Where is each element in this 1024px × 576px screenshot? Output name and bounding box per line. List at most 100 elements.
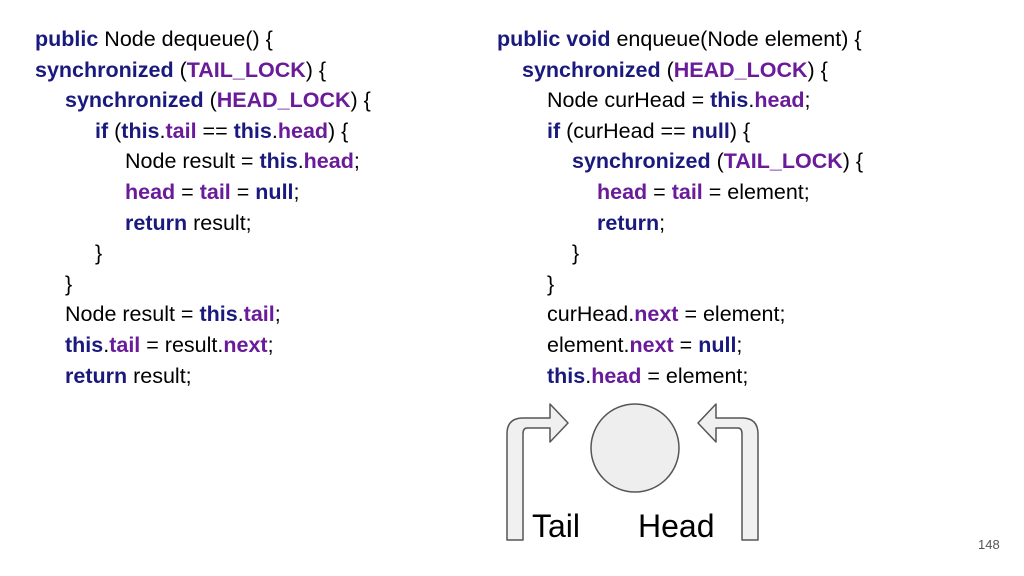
dequeue-token: . <box>237 302 244 327</box>
enqueue-token: head <box>754 88 805 113</box>
dequeue-token: next <box>223 333 268 357</box>
dequeue-token: this <box>65 333 104 357</box>
dequeue-token: . <box>297 149 304 174</box>
dequeue-token: ) { <box>328 118 349 143</box>
enqueue-token: this <box>547 363 586 388</box>
dequeue-token: tail <box>243 302 275 327</box>
dequeue-line: return result; <box>125 208 252 238</box>
enqueue-token: = element; <box>641 363 749 388</box>
enqueue-line: public void enqueue(Node element) { <box>497 24 862 54</box>
dequeue-token: public <box>35 27 99 51</box>
enqueue-code-block: public void enqueue(Node element) {synch… <box>497 24 997 394</box>
enqueue-token: head <box>591 363 642 388</box>
dequeue-token: null <box>255 180 294 204</box>
dequeue-token: Node result = <box>125 149 260 174</box>
dequeue-token: this <box>121 118 160 143</box>
enqueue-token: synchronized <box>572 149 711 174</box>
enqueue-token: . <box>748 88 755 113</box>
enqueue-token: ( <box>660 57 674 82</box>
enqueue-token: Node curHead = <box>547 88 711 113</box>
dequeue-line: public Node dequeue() { <box>35 24 273 54</box>
dequeue-line: if (this.tail == this.head) { <box>95 116 348 146</box>
dequeue-token: ( <box>203 88 217 113</box>
enqueue-token: = <box>647 180 672 204</box>
dequeue-token: ; <box>293 180 300 204</box>
enqueue-token: next <box>629 333 674 357</box>
enqueue-token: enqueue(Node element) { <box>610 27 862 51</box>
enqueue-token: TAIL_LOCK <box>723 149 843 174</box>
dequeue-token: return <box>65 363 128 388</box>
enqueue-token: tail <box>671 180 703 204</box>
enqueue-line: } <box>572 238 579 268</box>
enqueue-line: curHead.next = element; <box>547 299 785 329</box>
enqueue-token: (curHead == <box>560 118 692 143</box>
queue-node <box>590 403 680 493</box>
dequeue-token: Node dequeue() { <box>98 27 273 51</box>
enqueue-token: element. <box>547 333 630 357</box>
dequeue-token: = <box>230 180 256 204</box>
enqueue-token: synchronized <box>522 57 661 82</box>
dequeue-token: . <box>271 118 278 143</box>
dequeue-token: = result. <box>140 333 224 357</box>
enqueue-line: this.head = element; <box>547 361 748 391</box>
dequeue-token: ; <box>353 149 360 174</box>
dequeue-token: } <box>95 241 103 266</box>
page-number: 148 <box>978 537 1000 552</box>
dequeue-token: if <box>95 118 109 143</box>
dequeue-token: result; <box>127 363 192 388</box>
dequeue-token: } <box>65 271 73 296</box>
dequeue-token: tail <box>165 118 197 143</box>
enqueue-token: = element; <box>678 302 786 327</box>
enqueue-token: null <box>691 118 730 143</box>
dequeue-line: this.tail = result.next; <box>65 330 274 360</box>
dequeue-token: TAIL_LOCK <box>186 57 306 82</box>
enqueue-line: synchronized (HEAD_LOCK) { <box>522 55 828 85</box>
head-arrow <box>697 403 759 541</box>
dequeue-token: HEAD_LOCK <box>216 88 351 113</box>
enqueue-line: head = tail = element; <box>597 177 810 207</box>
dequeue-token: head <box>277 118 329 143</box>
enqueue-token: ; <box>659 210 666 235</box>
enqueue-token: null <box>698 333 737 357</box>
enqueue-token: = <box>673 333 699 357</box>
enqueue-line: if (curHead == null) { <box>547 116 750 146</box>
enqueue-token: ( <box>710 149 724 174</box>
enqueue-token: ) { <box>807 57 828 82</box>
enqueue-token: ) { <box>729 118 751 143</box>
dequeue-token: ; <box>274 302 281 327</box>
dequeue-token: this <box>233 118 272 143</box>
enqueue-line: return; <box>597 208 665 238</box>
enqueue-token: head <box>597 180 648 204</box>
dequeue-token: head <box>125 180 176 204</box>
enqueue-token: ) { <box>842 149 864 174</box>
dequeue-line: Node result = this.tail; <box>65 299 281 329</box>
dequeue-token: this <box>199 302 238 327</box>
dequeue-line: synchronized (TAIL_LOCK) { <box>35 55 326 85</box>
dequeue-token: ) { <box>305 57 327 82</box>
dequeue-token: tail <box>199 180 231 204</box>
dequeue-token: result; <box>187 210 252 235</box>
enqueue-token: = element; <box>702 180 810 204</box>
enqueue-token: curHead. <box>547 302 635 327</box>
enqueue-token: next <box>634 302 679 327</box>
enqueue-token: } <box>547 271 555 296</box>
dequeue-token: ( <box>173 57 187 82</box>
enqueue-token: return <box>597 210 660 235</box>
enqueue-line: } <box>547 269 554 299</box>
enqueue-line: element.next = null; <box>547 330 742 360</box>
dequeue-token: this <box>259 149 298 174</box>
enqueue-token: public <box>497 27 561 51</box>
enqueue-token: ; <box>736 333 743 357</box>
enqueue-line: synchronized (TAIL_LOCK) { <box>572 146 863 176</box>
dequeue-line: } <box>65 269 72 299</box>
dequeue-token: . <box>103 333 110 357</box>
dequeue-token: synchronized <box>35 57 174 82</box>
dequeue-token: Node result = <box>65 302 200 327</box>
dequeue-line: } <box>95 238 102 268</box>
dequeue-token: return <box>125 210 188 235</box>
head-label: Head <box>638 508 715 544</box>
enqueue-token: ; <box>804 88 811 113</box>
enqueue-token: this <box>710 88 749 113</box>
tail-arrow <box>506 403 569 541</box>
